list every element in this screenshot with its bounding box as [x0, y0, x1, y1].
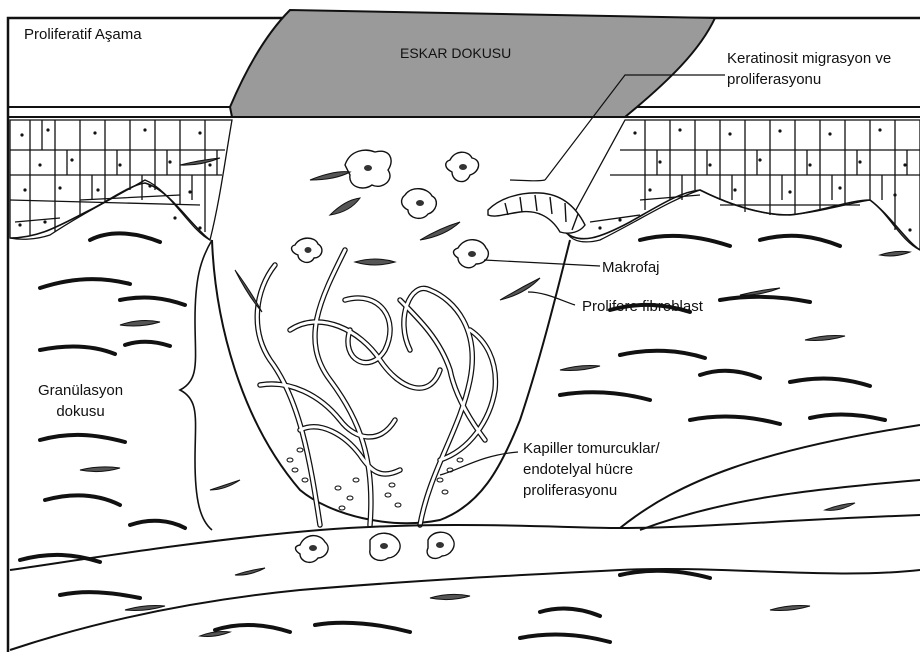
macrophage-label: Makrofaj: [602, 257, 660, 278]
capillary-label-line2: endotelyal hücre: [523, 459, 660, 480]
keratinocyte-label-line1: Keratinosit migrasyon ve: [727, 48, 891, 69]
capillary-label: Kapiller tomurcuklar/ endotelyal hücre p…: [523, 438, 660, 501]
fibroblast-label: Prolifere fibroblast: [582, 296, 703, 317]
granulation-label-line1: Granülasyon: [38, 380, 123, 401]
eschar-label: ESKAR DOKUSU: [398, 43, 513, 64]
granulation-label: Granülasyon dokusu: [38, 380, 123, 422]
capillary-label-line1: Kapiller tomurcuklar/: [523, 438, 660, 459]
keratinocyte-label: Keratinosit migrasyon ve proliferasyonu: [727, 48, 891, 90]
capillary-label-line3: proliferasyonu: [523, 480, 660, 501]
granulation-label-line2: dokusu: [38, 401, 123, 422]
keratinocyte-label-line2: proliferasyonu: [727, 69, 891, 90]
diagram-title: Proliferatif Aşama: [24, 24, 142, 45]
